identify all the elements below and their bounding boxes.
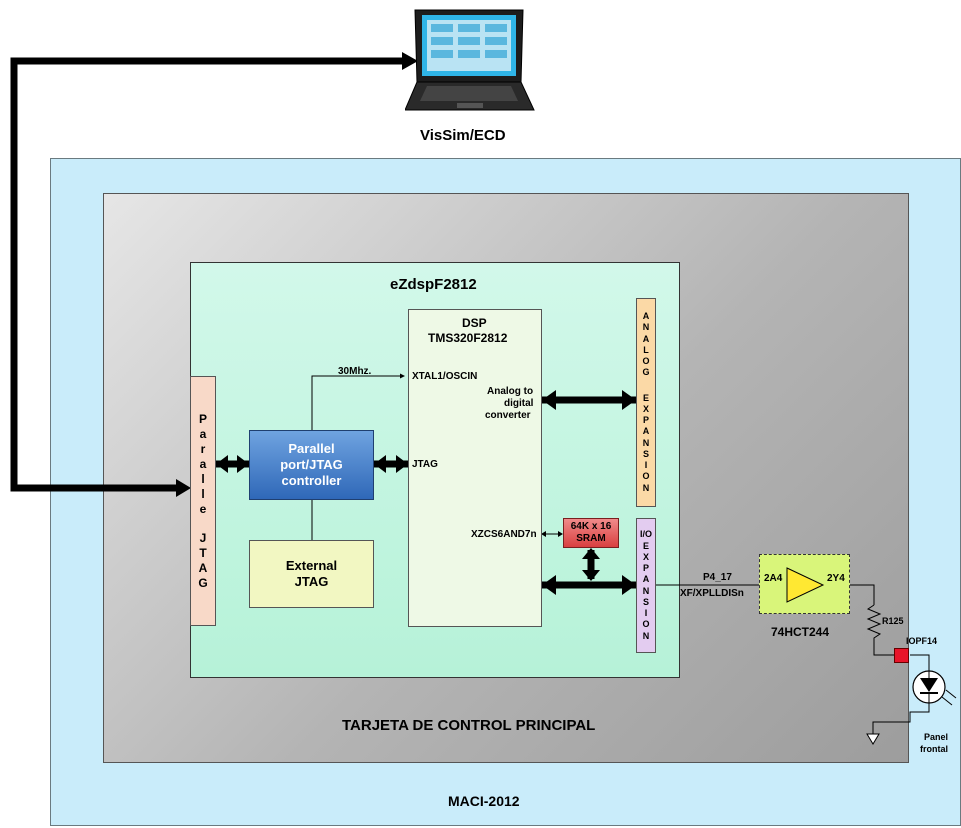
sram-chip: 64K x 16 SRAM: [563, 518, 619, 548]
dsp-jtag-pin: JTAG: [412, 459, 438, 470]
resistor-r125: [866, 604, 903, 656]
led-pin-label: IOPF14: [906, 636, 938, 646]
buffer-in-pin: 2A4: [764, 573, 783, 584]
cable-arrow-jtag: [176, 479, 191, 497]
ground-symbol: [866, 733, 880, 745]
laptop-label: VisSim/ECD: [420, 127, 506, 144]
led-connector: [894, 648, 909, 663]
panel-label-1: Panel: [924, 732, 949, 742]
cable-arrow-laptop: [402, 52, 418, 70]
clock-line: [311, 373, 405, 430]
external-jtag-box: External JTAG: [249, 540, 374, 608]
buffer-name: 74HCT244: [771, 625, 830, 639]
dsp-chip: [408, 309, 542, 627]
dsp-title-1: DSP: [462, 316, 487, 330]
dsp-xtal-pin: XTAL1/OSCIN: [412, 371, 478, 382]
led-icon: [912, 665, 957, 706]
signal-p4-label: P4_17: [703, 572, 732, 583]
maci-board-label: MACI-2012: [448, 793, 520, 809]
main-board-label: TARJETA DE CONTROL PRINCIPAL: [342, 717, 596, 734]
buffer-out-pin: 2Y4: [827, 573, 845, 584]
dsp-xzcs-pin: XZCS6AND7n: [471, 529, 537, 540]
dsp-adc-1: Analog to: [487, 386, 534, 397]
resistor-label: R125: [882, 616, 904, 626]
clock-label: 30Mhz.: [338, 366, 372, 377]
dsp-adc-3: converter: [485, 410, 531, 421]
ezdsp-title: eZdspF2812: [390, 276, 477, 293]
buffer-triangle-icon: [786, 567, 825, 603]
dsp-adc-2: digital: [504, 398, 534, 409]
dsp-title-2: TMS320F2812: [428, 331, 508, 345]
panel-label-2: frontal: [920, 744, 948, 754]
laptop-icon: [405, 9, 535, 111]
jtag-controller-box: Parallel port/JTAG controller: [249, 430, 374, 500]
signal-xf-label: XF/XPLLDISn: [680, 588, 744, 599]
laptop-cable: [10, 57, 405, 492]
